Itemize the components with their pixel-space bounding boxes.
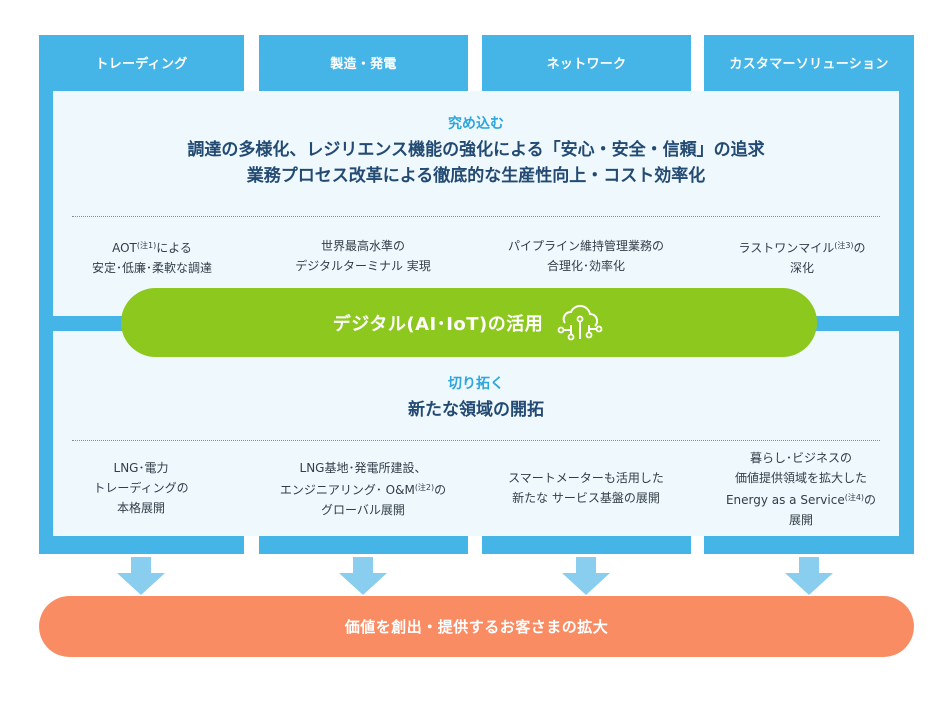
- cell-text: 本格展開: [116, 501, 165, 515]
- cell-text: パイプライン維持管理業務の: [507, 239, 664, 253]
- cell-text: ラストワンマイル: [738, 241, 835, 255]
- down-arrow-icon: [339, 557, 387, 595]
- top-cell-customer: ラストワンマイル(注3)の 深化: [712, 236, 892, 278]
- cell-text: LNG基地･発電所建設、: [299, 461, 427, 475]
- cell-text: デジタルターミナル 実現: [295, 259, 431, 273]
- column-header: 製造・発電: [330, 57, 397, 72]
- section-kicker-deepen: 究め込む: [448, 116, 504, 132]
- outcome-bar: 価値を創出・提供するお客さまの拡大: [39, 596, 914, 657]
- cell-text: 暮らし･ビジネスの: [749, 451, 852, 465]
- footnote-mark: (注3): [834, 241, 854, 250]
- cell-text: による: [156, 241, 192, 255]
- down-arrow-icon: [117, 557, 165, 595]
- top-cell-manufacturing: 世界最高水準の デジタルターミナル 実現: [273, 236, 453, 276]
- section-headline-line2: 業務プロセス改革による徹底的な生産性向上・コスト効率化: [246, 166, 706, 186]
- cell-text: の: [434, 483, 447, 497]
- column-header: カスタマーソリューション: [729, 57, 889, 72]
- cell-text: 新たな サービス基盤の展開: [512, 491, 660, 505]
- cell-text: 展開: [788, 513, 813, 527]
- cell-text: スマートメーターも活用した: [508, 471, 664, 485]
- cell-text: の: [864, 493, 877, 507]
- cell-text: LNG･電力: [113, 461, 169, 475]
- panel-explore: [53, 331, 899, 536]
- top-cell-network: パイプライン維持管理業務の 合理化･効率化: [496, 236, 676, 276]
- footnote-mark: (注4): [844, 493, 865, 502]
- cell-text: グローバル展開: [321, 503, 405, 517]
- bottom-cell-network: スマートメーターも活用した 新たな サービス基盤の展開: [491, 468, 681, 508]
- divider: [72, 440, 880, 441]
- bottom-cell-trading: LNG･電力 トレーディングの 本格展開: [51, 458, 231, 518]
- outcome-label: 価値を創出・提供するお客さまの拡大: [344, 618, 609, 636]
- column-header: トレーディング: [95, 57, 188, 72]
- cell-text: Energy as a Service: [725, 493, 845, 507]
- panel-deepen: [53, 91, 899, 316]
- down-arrow-icon: [562, 557, 610, 595]
- column-header: ネットワーク: [546, 57, 627, 72]
- cell-text: AOT: [112, 241, 137, 255]
- cell-text: の: [853, 241, 866, 255]
- section-headline-explore: 新たな領域の開拓: [408, 400, 544, 420]
- digital-utilization-pill: デジタル(AI･IoT)の活用: [121, 288, 817, 357]
- pill-label: デジタル(AI･IoT)の活用: [332, 313, 544, 335]
- cell-text: 世界最高水準の: [320, 239, 405, 253]
- section-headline-line1: 調達の多様化、レジリエンス機能の強化による「安心・安全・信頼」の追求: [187, 140, 765, 160]
- cell-text: エンジニアリング･ O&M: [279, 483, 415, 497]
- bottom-cell-customer: 暮らし･ビジネスの 価値提供領域を拡大した Energy as a Servic…: [706, 448, 896, 530]
- cell-text: 合理化･効率化: [546, 259, 625, 273]
- footnote-mark: (注1): [136, 241, 157, 250]
- footnote-mark: (注2): [414, 483, 435, 492]
- cell-text: トレーディングの: [93, 481, 189, 495]
- section-kicker-explore: 切り拓く: [448, 376, 504, 392]
- bottom-cell-manufacturing: LNG基地･発電所建設、 エンジニアリング･ O&M(注2)の グローバル展開: [268, 458, 458, 520]
- cloud-circuit-icon: [557, 304, 603, 340]
- down-arrow-icon: [785, 557, 833, 595]
- cell-text: 深化: [789, 261, 814, 275]
- cell-text: 価値提供領域を拡大した: [734, 471, 867, 485]
- top-cell-trading: AOT(注1)による 安定･低廉･柔軟な調達: [62, 236, 242, 278]
- divider: [72, 216, 880, 217]
- cell-text: 安定･低廉･柔軟な調達: [91, 261, 212, 275]
